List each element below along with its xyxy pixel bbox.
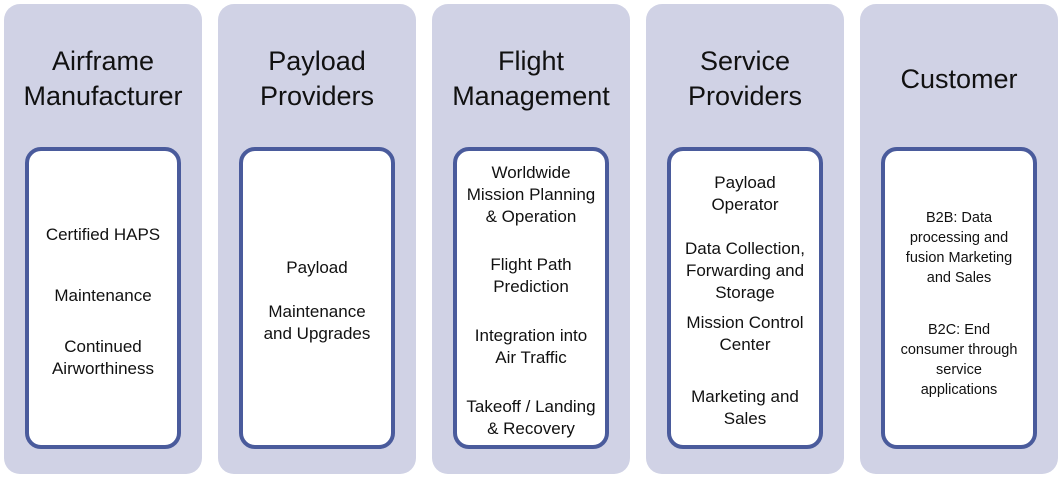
- list-item-line: Continued: [64, 337, 142, 356]
- list-item-line: Payload: [286, 258, 348, 277]
- list-item-line: B2C: End: [927, 322, 991, 338]
- list-item: Worldwide Mission Planning & Operation: [461, 162, 601, 228]
- column-title-line: Payload: [268, 46, 366, 76]
- column-title-line: Management: [452, 81, 610, 111]
- list-item-line: Maintenance: [54, 286, 152, 305]
- column-flight-management: Flight Management Worldwide Mission Plan…: [432, 4, 630, 474]
- column-title-line: Manufacturer: [23, 81, 183, 111]
- list-item-line: Data Collection,: [684, 239, 805, 258]
- column-content-box: Worldwide Mission Planning & Operation F…: [453, 147, 609, 449]
- list-item-line: applications: [920, 382, 998, 398]
- list-item: Payload Operator: [675, 172, 815, 216]
- list-item: Maintenance: [33, 285, 173, 307]
- list-item: B2C: End consumer through service applic…: [889, 320, 1029, 400]
- column-content-box: B2B: Data processing and fusion Marketin…: [881, 147, 1037, 449]
- list-item: Flight Path Prediction: [461, 254, 601, 298]
- list-item-line: service: [936, 362, 982, 378]
- column-payload-providers: Payload Providers Payload Maintenance an…: [218, 4, 416, 474]
- column-title: Flight Management: [432, 34, 630, 124]
- column-title: Airframe Manufacturer: [4, 34, 202, 124]
- list-item-line: fusion Marketing: [905, 250, 1013, 266]
- column-customer: Customer B2B: Data processing and fusion…: [860, 4, 1058, 474]
- list-item-line: & Operation: [485, 207, 577, 226]
- list-item-line: Certified HAPS: [45, 225, 161, 244]
- list-item: Takeoff / Landing & Recovery: [461, 396, 601, 440]
- column-title-line: Customer: [900, 63, 1018, 94]
- list-item-line: Sales: [723, 409, 767, 428]
- list-item: Certified HAPS: [33, 224, 173, 246]
- list-item-line: Integration into: [474, 326, 588, 345]
- column-title: Customer: [860, 34, 1058, 124]
- list-item: Payload: [247, 257, 387, 279]
- list-item: Data Collection, Forwarding and Storage: [675, 238, 815, 304]
- column-airframe-manufacturer: Airframe Manufacturer Certified HAPS Mai…: [4, 4, 202, 474]
- list-item-line: Flight Path: [490, 255, 572, 274]
- list-item-line: processing and: [909, 230, 1009, 246]
- list-item-line: consumer through: [900, 342, 1018, 358]
- column-title-line: Providers: [259, 81, 375, 111]
- list-item: Mission Control Center: [675, 312, 815, 356]
- list-item-line: Payload: [714, 173, 776, 192]
- list-item-line: Air Traffic: [495, 348, 567, 367]
- column-title-line: Flight: [497, 46, 565, 76]
- column-title: Service Providers: [646, 34, 844, 124]
- column-content-box: Payload Maintenance and Upgrades: [239, 147, 395, 449]
- column-title: Payload Providers: [218, 34, 416, 124]
- column-title-line: Providers: [687, 81, 803, 111]
- list-item-line: and Upgrades: [263, 324, 371, 343]
- list-item: Continued Airworthiness: [33, 336, 173, 380]
- list-item-line: B2B: Data: [925, 210, 993, 226]
- list-item: B2B: Data processing and fusion Marketin…: [889, 208, 1029, 288]
- list-item: Integration into Air Traffic: [461, 325, 601, 369]
- list-item-line: & Recovery: [487, 419, 575, 438]
- column-service-providers: Service Providers Payload Operator Data …: [646, 4, 844, 474]
- list-item-line: Storage: [715, 283, 775, 302]
- list-item-line: Center: [719, 335, 771, 354]
- column-content-box: Payload Operator Data Collection, Forwar…: [667, 147, 823, 449]
- list-item-line: Takeoff / Landing: [466, 397, 596, 416]
- list-item: Maintenance and Upgrades: [247, 301, 387, 345]
- column-title-line: Service: [699, 46, 791, 76]
- list-item-line: Prediction: [493, 277, 569, 296]
- list-item-line: Operator: [711, 195, 779, 214]
- list-item-line: Mission Control: [686, 313, 804, 332]
- list-item: Marketing and Sales: [675, 386, 815, 430]
- list-item-line: Maintenance: [268, 302, 366, 321]
- list-item-line: and Sales: [926, 270, 992, 286]
- list-item-line: Mission Planning: [466, 185, 596, 204]
- list-item-line: Marketing and: [691, 387, 799, 406]
- column-title-line: Airframe: [51, 46, 154, 76]
- column-content-box: Certified HAPS Maintenance Continued Air…: [25, 147, 181, 449]
- list-item-line: Airworthiness: [51, 359, 155, 378]
- list-item-line: Worldwide: [491, 163, 571, 182]
- list-item-line: Forwarding and: [685, 261, 805, 280]
